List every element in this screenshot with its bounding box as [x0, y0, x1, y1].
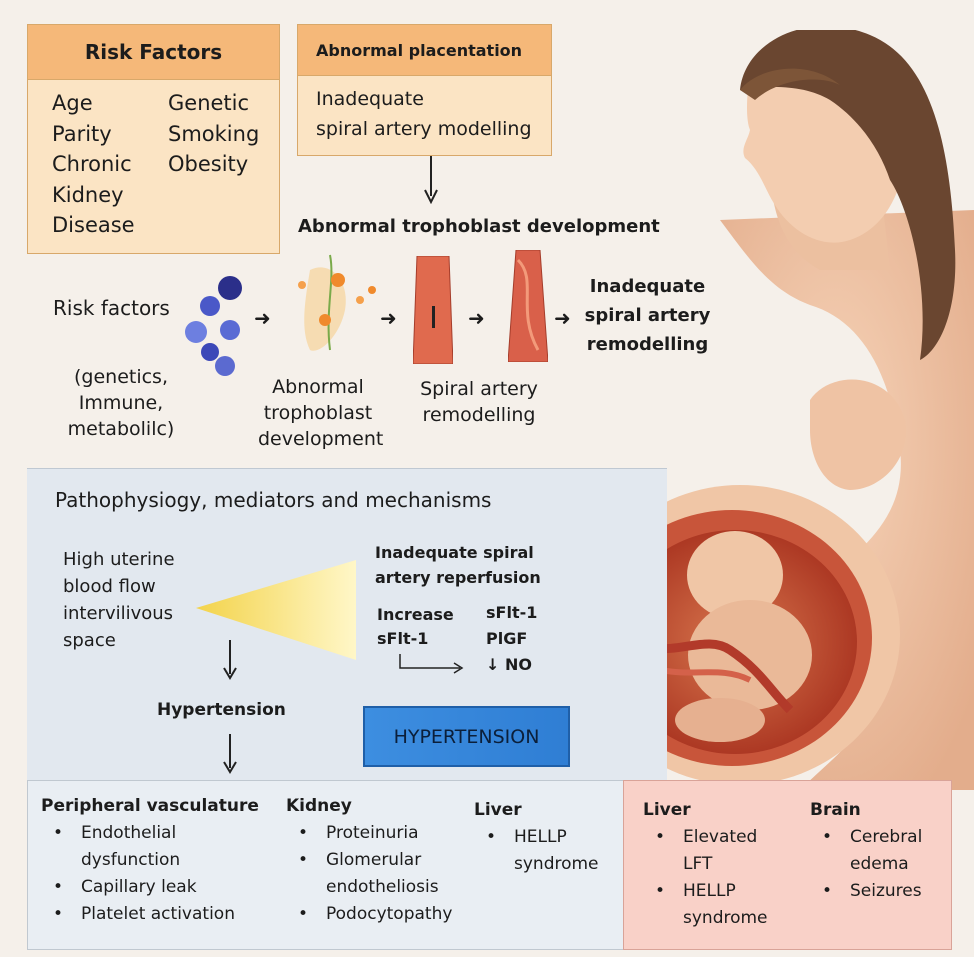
hypertension-button: HYPERTENSION	[363, 706, 570, 767]
patho-flow-line: blood flow	[63, 576, 156, 597]
patho-reperfusion: Inadequate spiral artery reperfusion	[375, 540, 541, 590]
organ-item: Platelet activation	[41, 901, 281, 928]
patho-increase-line: sFlt-1	[377, 629, 429, 648]
patho-title: Pathophysiogy, mediators and mechanisms	[55, 488, 492, 512]
organ-brain: Brain Cerebral edema Seizures	[810, 800, 940, 905]
patho-markers: sFlt-1 PlGF ↓ NO	[486, 600, 537, 678]
down-arrow-icon	[223, 640, 237, 680]
flow-risk-sub-line: Immune,	[78, 392, 164, 414]
organ-item: Proteinuria	[286, 820, 471, 847]
patho-flow-line: space	[63, 630, 116, 651]
flow-troph-line: development	[258, 428, 384, 450]
down-arrow-icon	[424, 156, 438, 204]
placentation-line: Inadequate	[316, 88, 424, 110]
patho-hypertension-label: Hypertension	[157, 700, 286, 720]
organ-item: Endothelial dysfunction	[41, 820, 251, 874]
flow-troph-line: trophoblast	[263, 402, 373, 424]
flow-arrow-4: ➜	[554, 306, 571, 330]
organ-liver-1: Liver HELLP syndrome	[474, 800, 614, 878]
flow-spiral-line: remodelling	[422, 404, 536, 426]
patho-marker: sFlt-1	[486, 603, 538, 622]
flow-risk-sub-line: metabolilc)	[67, 418, 175, 440]
flow-risk-label: Risk factors	[53, 296, 170, 320]
organ-item: HELLP syndrome	[474, 824, 610, 878]
flow-wedge-icon	[196, 560, 356, 660]
risk-item: Obesity	[168, 152, 249, 176]
risk-factors-box: Risk Factors Age Parity Chronic Kidney D…	[27, 24, 280, 254]
flow-spiral-line: Spiral artery	[420, 378, 538, 400]
organ-peripheral-title: Peripheral vasculature	[41, 796, 259, 816]
organ-peripheral: Peripheral vasculature Endothelial dysfu…	[41, 796, 281, 928]
risk-item: Genetic	[168, 91, 250, 115]
patho-flow-line: High uterine	[63, 549, 175, 570]
risk-item: Parity	[52, 121, 112, 146]
flow-troph-label: Abnormal trophoblast development	[258, 374, 384, 452]
organ-kidney: Kidney Proteinuria Glomerular endothelio…	[286, 796, 471, 928]
risk-item: Disease	[52, 213, 135, 237]
flow-heading: Abnormal trophoblast development	[298, 216, 660, 237]
patho-marker: PlGF	[486, 629, 528, 648]
risk-item: Age	[52, 91, 93, 115]
down-arrow-icon	[223, 734, 237, 774]
organ-kidney-title: Kidney	[286, 796, 352, 816]
organ-liver-2-title: Liver	[643, 800, 691, 820]
elbow-arrow-icon	[399, 654, 464, 674]
abnormal-placentation-box: Abnormal placentation Inadequate spiral …	[297, 24, 552, 156]
organ-item: Cerebral edema	[810, 824, 930, 878]
flow-troph-line: Abnormal	[272, 376, 364, 398]
spiral-artery-narrow-icon	[413, 256, 453, 364]
flow-arrow-1: ➜	[254, 306, 271, 330]
placentation-title: Abnormal placentation	[298, 25, 551, 76]
patho-flow-line: intervilivous	[63, 603, 174, 624]
patho-flow-text: High uterine blood flow intervilivous sp…	[63, 546, 175, 654]
organ-liver-2: Liver Elevated LFT HELLP syndrome	[643, 800, 793, 932]
organ-brain-title: Brain	[810, 800, 861, 820]
flow-spiral-label: Spiral artery remodelling	[404, 376, 554, 428]
flow-result-line: Inadequate	[589, 276, 706, 297]
organ-item: Elevated LFT	[643, 824, 773, 878]
patho-reperfusion-line: artery reperfusion	[375, 568, 541, 587]
patho-reperfusion-line: Inadequate spiral	[375, 543, 534, 562]
patho-marker: ↓ NO	[486, 655, 532, 674]
risk-left-column: Age Parity Chronic Kidney Disease	[52, 88, 135, 241]
risk-right-column: Genetic Smoking Obesity	[168, 88, 259, 180]
organ-item: Podocytopathy	[286, 901, 471, 928]
flow-result-label: Inadequate spiral artery remodelling	[580, 272, 715, 359]
organ-item: Capillary leak	[41, 874, 281, 901]
risk-factors-title: Risk Factors	[28, 25, 279, 80]
risk-item: Chronic	[52, 152, 132, 176]
flow-arrow-3: ➜	[468, 306, 485, 330]
organ-item: Glomerular endotheliosis	[286, 847, 466, 901]
organ-item: HELLP syndrome	[643, 878, 773, 932]
organ-liver-1-title: Liver	[474, 800, 522, 820]
cells-icon	[185, 276, 242, 376]
organ-item: Seizures	[810, 878, 940, 905]
risk-item: Kidney	[52, 182, 124, 207]
placentation-line: spiral artery modelling	[316, 118, 532, 140]
patho-increase-line: Increase	[377, 605, 454, 624]
flow-result-line: spiral artery	[584, 305, 711, 326]
flow-risk-sub: (genetics, Immune, metabolilc)	[60, 364, 182, 442]
flow-result-line: remodelling	[586, 334, 709, 355]
trophoblast-icon	[298, 254, 376, 351]
risk-item: Smoking	[168, 121, 260, 146]
patho-increase: Increase sFlt-1	[377, 603, 454, 651]
flow-arrow-2: ➜	[380, 306, 397, 330]
spiral-artery-wide-icon	[508, 250, 548, 362]
flow-risk-sub-line: (genetics,	[73, 366, 168, 388]
